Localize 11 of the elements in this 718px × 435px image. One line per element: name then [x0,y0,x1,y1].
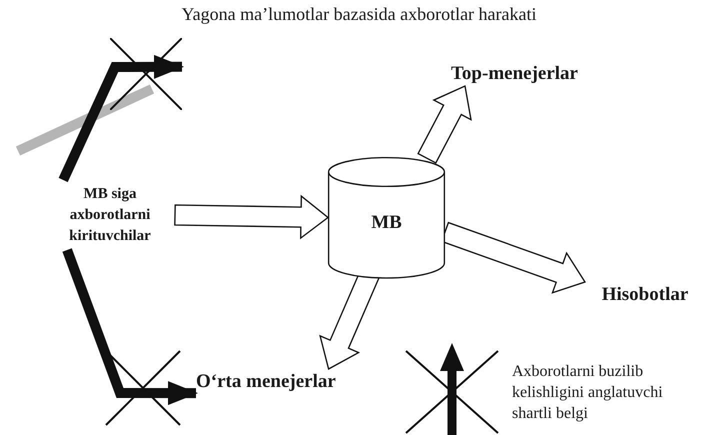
node-label: MB siga axborotlarni kirituvchilar [68,184,152,246]
node-label: Top-menejerlar [451,62,578,86]
arrow [58,54,184,182]
block-arrow [174,194,330,240]
arrow [62,248,198,406]
node-label: O‘rta menejerlar [196,370,336,394]
legend-text: Axborotlarni buzilib kelishligini anglatuvchi shartli belgi [512,362,664,424]
node-label: Hisobotlar [602,282,688,307]
block-arrow [417,85,472,164]
diagram-title: Yagona ma’lumotlar bazasida axborotlar harakati [180,4,538,25]
node-label: MB [371,211,402,236]
